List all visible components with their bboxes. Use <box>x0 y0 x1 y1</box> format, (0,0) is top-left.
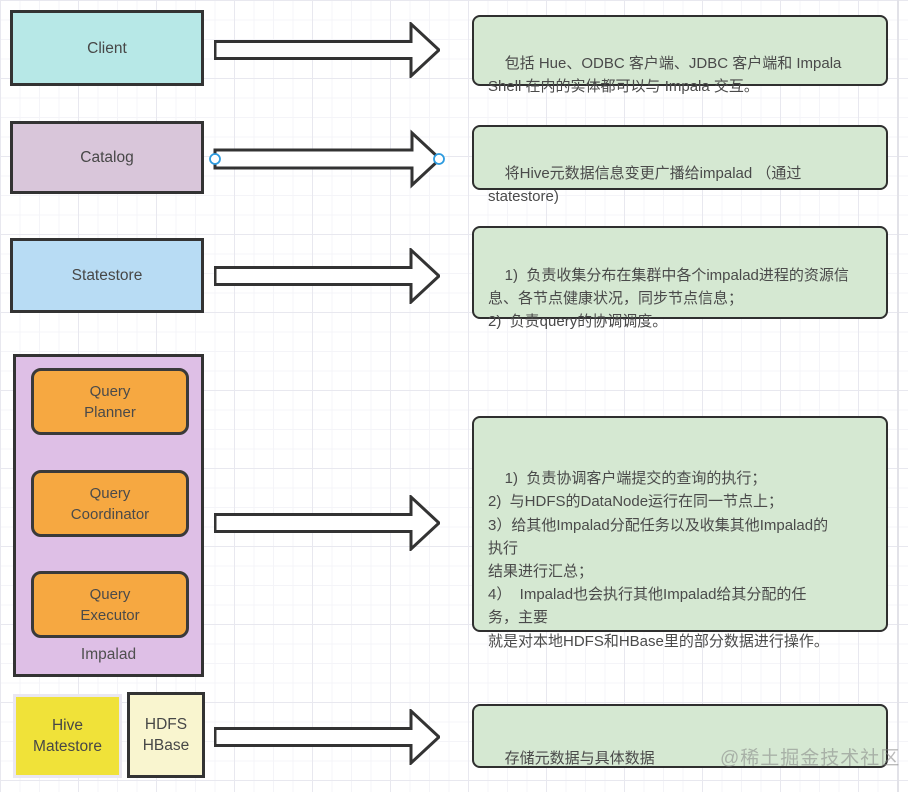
node-client-label: Client <box>87 39 127 57</box>
node-impalad-container[interactable]: Query Planner Query Coordinator Query Ex… <box>13 354 204 677</box>
node-hive-metastore[interactable]: Hive Matestore <box>13 694 122 778</box>
node-hdfs-hbase-label: HDFS HBase <box>142 716 190 754</box>
arrow-statestore-to-note[interactable] <box>214 248 440 304</box>
node-query-executor-label: Query Executor <box>80 585 140 624</box>
node-catalog-label: Catalog <box>80 149 134 166</box>
note-impalad[interactable]: 1) 负责协调客户端提交的查询的执行； 2) 与HDFS的DataNode运行在… <box>472 416 888 650</box>
node-catalog[interactable]: Catalog <box>10 121 204 194</box>
arrow-impalad-to-note[interactable] <box>214 495 440 551</box>
right-arrow-icon <box>214 248 440 304</box>
node-hdfs-hbase[interactable]: HDFS HBase <box>127 692 205 778</box>
node-statestore-label: Statestore <box>71 267 143 284</box>
watermark: @稀土掘金技术社区 <box>720 748 901 769</box>
node-query-coordinator[interactable]: Query Coordinator <box>31 470 189 537</box>
arrow-client-to-note[interactable] <box>214 22 440 78</box>
note-client-text: 包括 Hue、ODBC 客户端、JDBC 客户端和 Impala Shell 在… <box>488 55 842 95</box>
note-impalad-text: 1) 负责协调客户端提交的查询的执行； 2) 与HDFS的DataNode运行在… <box>488 470 829 650</box>
selection-handle-start[interactable] <box>209 153 221 165</box>
note-statestore[interactable]: 1) 负责收集分布在集群中各个impalad进程的资源信 息、各节点健康状况，同… <box>472 226 888 330</box>
node-query-coordinator-label: Query Coordinator <box>70 484 150 523</box>
note-catalog[interactable]: 将Hive元数据信息变更广播给impalad （通过 statestore) <box>472 125 888 205</box>
arrow-catalog-to-note-selected[interactable] <box>206 129 446 189</box>
node-client[interactable]: Client <box>10 10 204 86</box>
right-arrow-icon <box>214 495 440 551</box>
right-arrow-icon <box>214 709 440 765</box>
page-boundary-line <box>897 0 899 792</box>
note-statestore-text: 1) 负责收集分布在集群中各个impalad进程的资源信 息、各节点健康状况，同… <box>488 267 849 330</box>
note-storage-text: 存储元数据与具体数据 <box>504 750 655 767</box>
note-storage[interactable]: 存储元数据与具体数据 <box>472 704 888 768</box>
selection-handle-end[interactable] <box>433 153 445 165</box>
note-catalog-text: 将Hive元数据信息变更广播给impalad （通过 statestore) <box>488 165 802 205</box>
right-arrow-icon <box>214 22 440 78</box>
arrow-storage-to-note[interactable] <box>214 709 440 765</box>
note-client[interactable]: 包括 Hue、ODBC 客户端、JDBC 客户端和 Impala Shell 在… <box>472 15 888 95</box>
node-query-executor[interactable]: Query Executor <box>31 571 189 638</box>
right-arrow-icon <box>213 129 443 189</box>
node-statestore[interactable]: Statestore <box>10 238 204 313</box>
node-hive-metastore-label: Hive Matestore <box>33 717 102 755</box>
node-impalad-label: Impalad <box>80 646 137 663</box>
node-query-planner-label: Query Planner <box>84 382 136 421</box>
node-query-planner[interactable]: Query Planner <box>31 368 189 435</box>
